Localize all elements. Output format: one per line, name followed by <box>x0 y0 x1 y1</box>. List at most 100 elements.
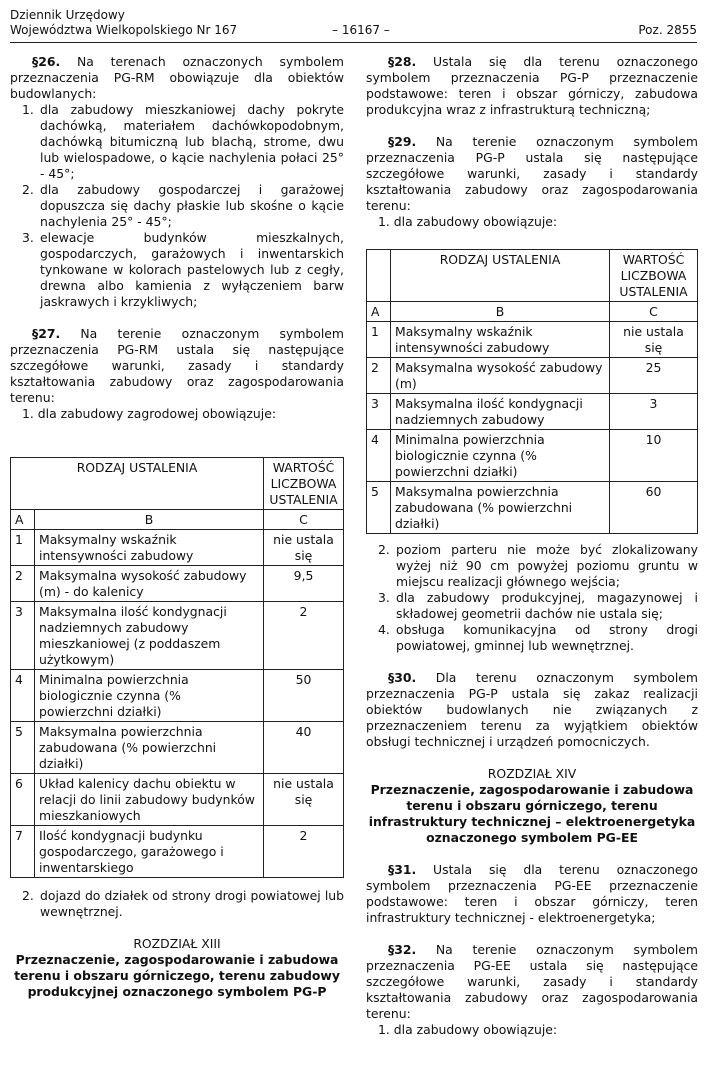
list-item: 3.elewacje budynków mieszkalnych, gospod… <box>10 230 344 310</box>
table-header-row: RODZAJ USTALENIA WARTOŚĆ LICZBOWA USTALE… <box>366 249 698 302</box>
table-header-empty <box>366 249 391 302</box>
table-header-value: WARTOŚĆ LICZBOWA USTALENIA <box>263 457 344 510</box>
paragraph-number: §27. <box>32 326 61 341</box>
table-header-row: RODZAJ USTALENIA WARTOŚĆ LICZBOWA USTALE… <box>10 457 344 510</box>
list-item-number: 2. <box>22 182 34 197</box>
row-number: 3 <box>366 393 391 430</box>
row-description: Minimalna powierzchnia biologicznie czyn… <box>34 669 264 722</box>
paragraph-number: §32. <box>388 942 417 957</box>
paragraph-text: Na terenie oznaczonym symbolem przeznacz… <box>366 942 698 1021</box>
row-value: 3 <box>609 393 698 430</box>
list-item: 2.poziom parteru nie może być zlokalizow… <box>366 542 698 590</box>
list-item-number: 2. <box>22 888 34 903</box>
row-value: 50 <box>263 669 344 722</box>
table-col-letters: A B C <box>10 509 344 530</box>
list-item: 2. dla zabudowy gospodarczej i garażowej … <box>10 182 344 230</box>
list-item-text: dojazd do działek od strony drogi powiat… <box>40 888 344 919</box>
journal-title-line1: Dziennik Urzędowy <box>10 8 125 22</box>
row-description: Minimalna powierzchnia biologicznie czyn… <box>390 429 610 482</box>
list-p29: 2.poziom parteru nie może być zlokalizow… <box>366 542 698 654</box>
paragraph-text: Ustala się dla terenu oznaczonego symbol… <box>366 862 698 925</box>
row-number: 1 <box>366 321 391 358</box>
paragraph-text: Dla terenu oznaczonym symbolem przeznacz… <box>366 670 698 749</box>
list-item: 4.obsługa komunikacyjna od strony drogi … <box>366 622 698 654</box>
paragraph-27: §27. Na terenie oznaczonym symbolem prze… <box>10 326 344 406</box>
list-item: 3.dla zabudowy produkcyjnej, magazynowej… <box>366 590 698 622</box>
list-item-text: dla zabudowy mieszkaniowej dachy pokryte… <box>40 102 344 181</box>
row-description: Ilość kondygnacji budynku gospodarczego,… <box>34 825 264 878</box>
page-number: – 16167 – <box>332 23 390 37</box>
paragraph-31: §31. Ustala się dla terenu oznaczonego s… <box>366 862 698 926</box>
paragraph-number: §31. <box>388 862 417 877</box>
paragraph-number: §29. <box>388 134 417 149</box>
table-col-letters: A B C <box>366 301 698 322</box>
position-number: Poz. 2855 <box>638 23 697 37</box>
row-number: 6 <box>10 773 35 826</box>
row-value: 9,5 <box>263 565 344 602</box>
list-item-text: dla zabudowy produkcyjnej, magazynowej i… <box>396 590 698 621</box>
row-description: Maksymalna powierzchnia zabudowana (% po… <box>390 481 610 534</box>
table-pg-p: RODZAJ USTALENIA WARTOŚĆ LICZBOWA USTALE… <box>366 249 698 534</box>
row-value: nie ustala się <box>263 773 344 826</box>
row-description: Maksymalna ilość kondygnacji nadziemnych… <box>390 393 610 430</box>
row-description: Maksymalna powierzchnia zabudowana (% po… <box>34 721 264 774</box>
chapter-title: ROZDZIAŁ XIV <box>487 766 577 781</box>
list-item: 1. dla zabudowy mieszkaniowej dachy pokry… <box>10 102 344 182</box>
row-description: Maksymalny wskaźnik intensywności zabudo… <box>34 529 264 566</box>
list-intro: 1. dla zabudowy zagrodowej obowiązuje: <box>22 406 277 421</box>
chapter-heading: Przeznaczenie, zagospodarowanie i zabudo… <box>14 952 340 999</box>
row-number: 7 <box>10 825 35 878</box>
col-letter-a: A <box>366 301 391 322</box>
row-value: 40 <box>263 721 344 774</box>
row-number: 1 <box>10 529 35 566</box>
row-value: 25 <box>609 357 698 394</box>
row-value: 2 <box>263 825 344 878</box>
row-description: Układ kalenicy dachu obiektu w relacji d… <box>34 773 264 826</box>
page-header: Dziennik Urzędowy Województwa Wielkopols… <box>10 8 697 43</box>
paragraph-text: Na terenie oznaczonym symbolem przeznacz… <box>366 134 698 213</box>
row-value: 60 <box>609 481 698 534</box>
paragraph-26: §26. Na terenach oznaczonych symbolem pr… <box>10 54 344 102</box>
col-letter-b: B <box>34 509 264 530</box>
list-item-text: dla zabudowy gospodarczej i garażowej do… <box>40 182 344 229</box>
journal-title: Dziennik Urzędowy Województwa Wielkopols… <box>10 8 237 38</box>
row-description: Maksymalna ilość kondygnacji nadziemnych… <box>34 601 264 670</box>
table-header-type: RODZAJ USTALENIA <box>10 457 264 510</box>
chapter-heading: Przeznaczenie, zagospodarowanie i zabudo… <box>368 782 696 845</box>
row-value: nie ustala się <box>263 529 344 566</box>
row-number: 4 <box>10 669 35 722</box>
chapter-title: ROZDZIAŁ XIII <box>133 936 221 951</box>
row-value: 10 <box>609 429 698 482</box>
row-description: Maksymalna wysokość zabudowy (m) - do ka… <box>34 565 264 602</box>
col-letter-c: C <box>609 301 698 322</box>
row-description: Maksymalna wysokość zabudowy (m) <box>390 357 610 394</box>
journal-title-line2: Województwa Wielkopolskiego Nr 167 <box>10 23 238 37</box>
list-intro: 1. dla zabudowy obowiązuje: <box>378 214 558 229</box>
paragraph-number: §28. <box>388 54 417 69</box>
list-item: 2. dojazd do działek od strony drogi powi… <box>10 888 344 920</box>
col-letter-a: A <box>10 509 35 530</box>
right-column: §28. Ustala się dla terenu oznaczonego s… <box>366 54 698 1038</box>
paragraph-28: §28. Ustala się dla terenu oznaczonego s… <box>366 54 698 118</box>
table-header-value: WARTOŚĆ LICZBOWA USTALENIA <box>609 249 698 302</box>
list-item-number: 3. <box>22 230 34 245</box>
list-item-number: 1. <box>22 102 34 117</box>
row-value: nie ustala się <box>609 321 698 358</box>
paragraph-text: Na terenach oznaczonych symbolem przezna… <box>10 54 344 101</box>
row-description: Maksymalny wskaźnik intensywności zabudo… <box>390 321 610 358</box>
paragraph-text: Ustala się dla terenu oznaczonego symbol… <box>366 54 698 117</box>
row-value: 2 <box>263 601 344 670</box>
list-item-text: poziom parteru nie może być zlokalizowan… <box>396 542 698 589</box>
paragraph-32: §32. Na terenie oznaczonym symbolem prze… <box>366 942 698 1022</box>
list-item-text: obsługa komunikacyjna od strony drogi po… <box>396 622 698 653</box>
row-number: 5 <box>366 481 391 534</box>
